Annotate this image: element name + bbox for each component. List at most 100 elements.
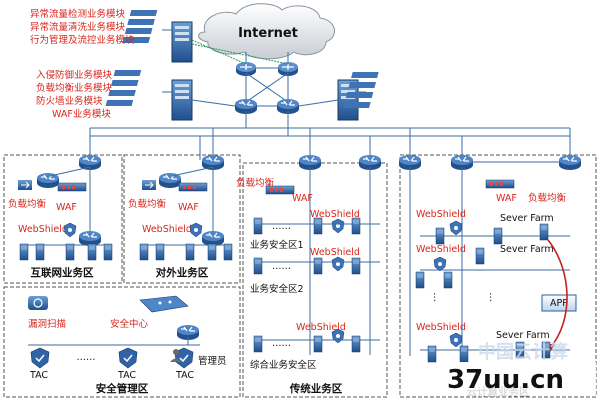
zone-traditional-area2: 业务安全区2 xyxy=(250,283,304,295)
watermark-text: 37uu.cn xyxy=(447,365,564,395)
right-module-cards-icon xyxy=(343,72,379,108)
server-icon xyxy=(539,223,549,241)
webshield-icon xyxy=(449,332,463,348)
server-icon xyxy=(253,335,263,353)
zone-cloud-lb: 负载均衡 xyxy=(528,192,567,204)
server-icon xyxy=(351,335,361,353)
zone-switch-icon xyxy=(36,172,60,189)
zone-security-admin: 管理员 xyxy=(198,355,227,367)
top-module-1: 异常流量检测业务模块 xyxy=(30,8,126,20)
waf-rack-icon xyxy=(265,185,295,195)
load-balancer-icon xyxy=(142,180,156,190)
internet-label: Internet xyxy=(238,26,298,41)
zone-internet-waf: WAF xyxy=(56,202,77,213)
zone-traditional-title: 传统业务区 xyxy=(289,382,343,395)
server-icon xyxy=(475,247,485,265)
webshield-icon xyxy=(331,218,345,234)
zone-cloud-farm2: Sever Farm xyxy=(500,244,554,255)
mid-module-4: WAF业务模块 xyxy=(52,108,111,120)
webshield-icon xyxy=(433,256,447,272)
zone-traditional-waf: WAF xyxy=(292,193,313,204)
zone-traditional-dots2: …… xyxy=(272,261,291,272)
app-button[interactable]: APP xyxy=(541,294,577,312)
server-icon xyxy=(185,243,195,261)
zone-traditional-dots1: …… xyxy=(272,221,291,232)
webshield-icon xyxy=(331,328,345,344)
mid-module-chassis-icon xyxy=(171,79,193,121)
server-icon xyxy=(139,243,149,261)
mid-module-2: 负载均衡业务模块 xyxy=(36,82,113,94)
server-icon xyxy=(313,335,323,353)
top-module-3: 行为管理及流控业务模块 xyxy=(30,34,135,46)
waf-rack-icon xyxy=(485,179,515,189)
zone-internet-lb: 负载均衡 xyxy=(8,198,47,210)
server-icon xyxy=(351,217,361,235)
zone-external-lb: 负载均衡 xyxy=(128,198,167,210)
zone-security-tac3: TAC xyxy=(175,370,194,381)
server-icon xyxy=(459,345,469,363)
security-center-icon xyxy=(139,295,189,313)
zone-traditional-area3: 综合业务安全区 xyxy=(250,359,317,371)
server-icon xyxy=(493,227,503,245)
top-module-chassis-icon xyxy=(171,21,193,63)
server-icon xyxy=(313,257,323,275)
mid-module-3: 防火墙业务模块 xyxy=(36,95,103,107)
zone-cloud-dots1: ⋮ xyxy=(430,292,440,303)
zone-security-scan: 漏洞扫描 xyxy=(28,318,67,330)
zone-security-tac2: TAC xyxy=(117,370,136,381)
waf-rack-icon xyxy=(178,182,208,192)
vulnerability-scanner-icon xyxy=(28,296,48,310)
top-module-cards-icon xyxy=(122,10,158,43)
tac-shield-icon xyxy=(30,347,50,369)
zone-traditional-ws3: WebShield xyxy=(296,322,346,333)
zone-security-center: 安全中心 xyxy=(110,318,149,330)
server-icon xyxy=(313,217,323,235)
zone-security-border xyxy=(3,286,241,398)
server-icon xyxy=(427,345,437,363)
zone-external-waf: WAF xyxy=(178,202,199,213)
tac-shield-icon xyxy=(118,347,138,369)
server-icon xyxy=(19,243,29,261)
zone-traditional-lb: 负载均衡 xyxy=(236,177,275,189)
webshield-icon xyxy=(331,256,345,272)
zone-traditional-ws1: WebShield xyxy=(310,209,360,220)
zone-external-border xyxy=(123,154,241,284)
zone-security-tac1: TAC xyxy=(29,370,48,381)
zone-security-title: 安全管理区 xyxy=(96,382,149,395)
server-icon xyxy=(65,243,75,261)
server-icon xyxy=(87,243,97,261)
server-icon xyxy=(435,227,445,245)
top-module-2: 异常流量清洗业务模块 xyxy=(30,21,126,33)
webshield-icon xyxy=(449,220,463,236)
server-icon xyxy=(103,243,113,261)
zone-traditional-dots3: …… xyxy=(272,338,291,349)
zone-traditional-area1: 业务安全区1 xyxy=(250,239,304,251)
zone-cloud-ws3: WebShield xyxy=(416,322,466,333)
zone-cloud-waf: WAF xyxy=(496,193,517,204)
waf-rack-icon xyxy=(57,182,87,192)
zone-cloud-farm3: Sever Farm xyxy=(496,330,550,341)
server-icon xyxy=(35,243,45,261)
server-icon xyxy=(351,257,361,275)
zone-cloud-ws2: WebShield xyxy=(416,244,466,255)
zone-traditional-ws2: WebShield xyxy=(310,247,360,258)
zone-cloud-border xyxy=(399,154,597,398)
zone-external-title: 对外业务区 xyxy=(156,266,209,279)
server-icon xyxy=(443,271,453,289)
watermark-ghost: 中国云计算 xyxy=(478,341,568,363)
server-icon xyxy=(155,243,165,261)
zone-internet-border xyxy=(3,154,123,284)
zone-cloud-dots2: ⋮ xyxy=(486,292,496,303)
load-balancer-icon xyxy=(18,180,32,190)
zone-switch-icon xyxy=(558,154,582,171)
mid-module-1: 入侵防御业务模块 xyxy=(36,69,113,81)
zone-security-dots: …… xyxy=(77,352,96,363)
app-label: APP xyxy=(550,298,568,309)
zone-cloud-farm1: Sever Farm xyxy=(500,213,554,224)
server-icon xyxy=(223,243,233,261)
server-icon xyxy=(253,257,263,275)
admin-user-icon xyxy=(170,349,182,362)
zone-internet-ws: WebShield xyxy=(18,224,68,235)
mid-module-cards-icon xyxy=(105,70,142,106)
